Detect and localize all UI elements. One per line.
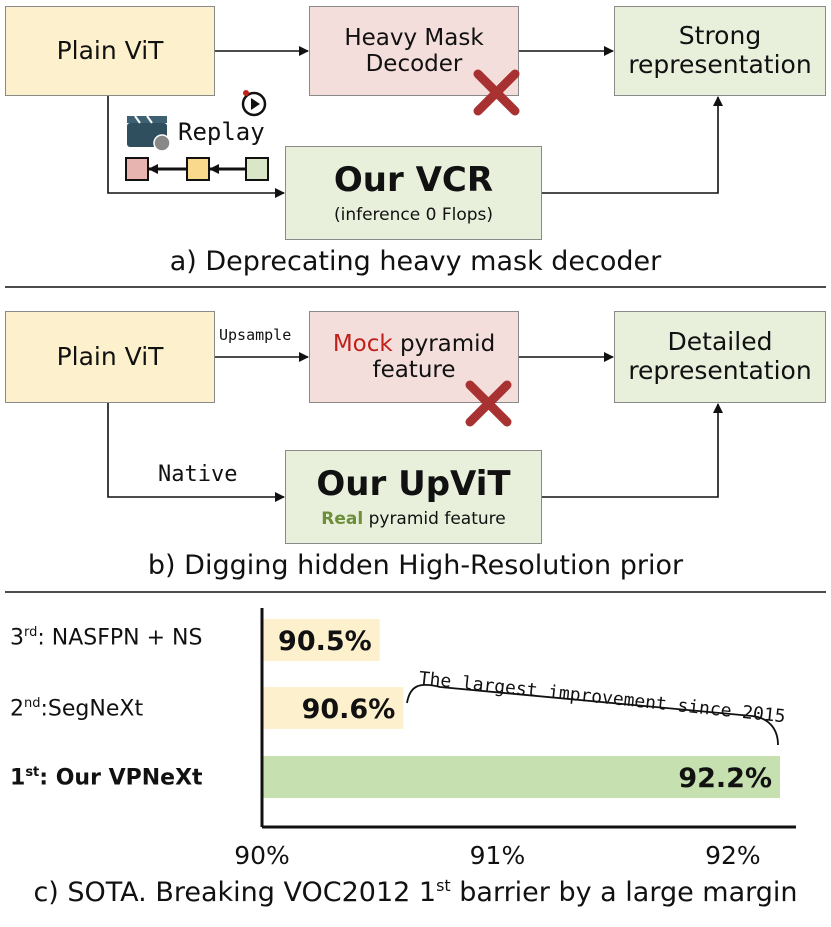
arrow-vit-to-vcr (107, 96, 285, 198)
detailed-line2: representation (628, 356, 812, 385)
mock-rest: pyramid (392, 330, 496, 357)
x-tick-label-3: 92% (705, 841, 761, 870)
caption-a: a) Deprecating heavy mask decoder (169, 246, 662, 277)
strong-line1: Strong (678, 21, 762, 51)
replay-square-3 (245, 157, 269, 181)
our-vcr-box: Our VCR (inference 0 Flops) (285, 146, 542, 240)
mock-word: Mock (332, 330, 393, 357)
mock-line1: Mock pyramid (333, 331, 495, 357)
mock-line2: feature (372, 357, 456, 383)
strong-representation-box: Strong representation (614, 6, 826, 96)
plain-vit-label-a: Plain ViT (56, 35, 164, 65)
our-upvit-box: Our UpViT Real pyramid feature (285, 450, 542, 544)
bar-2 (262, 687, 404, 729)
rank-label-1st: 1st: Our VPNeXt (10, 765, 203, 791)
plain-vit-box-b: Plain ViT (5, 311, 215, 403)
improvement-brace (406, 683, 779, 746)
mock-pyramid-box: Mock pyramid feature (309, 311, 519, 403)
replay-label: Replay (178, 118, 265, 146)
caption-c: c) SOTA. Breaking VOC2012 1st barrier by… (33, 876, 798, 908)
rank-label-3rd: 3rd: NASFPN + NS (10, 625, 203, 651)
vcr-subtitle: (inference 0 Flops) (333, 204, 494, 225)
bar-value-label-3: 92.2% (678, 763, 772, 794)
replay-square-2 (186, 157, 210, 181)
vcr-title: Our VCR (333, 159, 494, 200)
caption-b: b) Digging hidden High-Resolution prior (147, 550, 684, 581)
arrow-vcr-to-output (542, 96, 723, 194)
x-tick-label-1: 90% (234, 841, 290, 870)
bar-value-label-2: 90.6% (302, 694, 396, 725)
upvit-subtitle: Real pyramid feature (321, 508, 506, 530)
bar-1 (262, 619, 380, 661)
clapperboard-icon (127, 115, 171, 152)
strong-line2: representation (628, 50, 812, 79)
decoder-line2: Decoder (365, 51, 463, 77)
arrow-vit-to-upvit (107, 403, 285, 502)
arrow-upvit-to-output (542, 403, 723, 498)
upvit-title: Our UpViT (316, 463, 511, 504)
detailed-representation-box: Detailed representation (614, 311, 826, 403)
cross-icon-a (473, 69, 520, 116)
plain-vit-box-a: Plain ViT (5, 6, 215, 96)
x-tick-label-2: 91% (470, 841, 526, 870)
bar-3 (262, 756, 780, 798)
cross-icon-b (465, 380, 512, 427)
bar-value-label-1: 90.5% (278, 626, 372, 657)
real-word: Real (321, 508, 364, 529)
replay-square-1 (125, 157, 149, 181)
sota-bar-chart: 90.5% 90.6% 92.2% 90% 91% 92% (234, 608, 796, 870)
real-rest: pyramid feature (363, 508, 506, 529)
upsample-label: Upsample (219, 326, 292, 344)
detailed-line1: Detailed (667, 327, 773, 357)
rank-label-2nd: 2nd:SegNeXt (10, 696, 144, 722)
plain-vit-label-b: Plain ViT (56, 341, 164, 371)
native-label: Native (158, 462, 238, 487)
decoder-line1: Heavy Mask (344, 24, 484, 51)
play-icon (241, 90, 267, 117)
